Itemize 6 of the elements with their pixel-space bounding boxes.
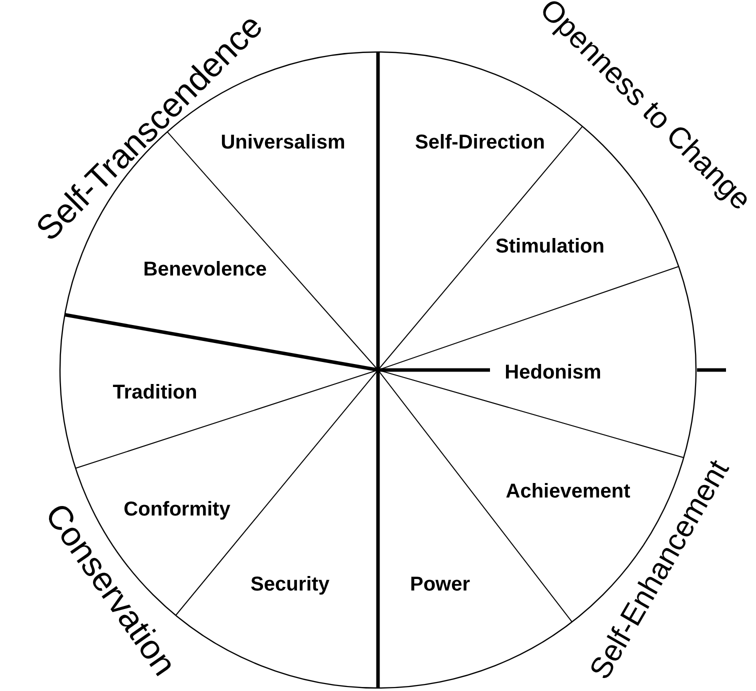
- sector-label: Stimulation: [492, 236, 608, 258]
- sector-label: Self-Direction: [410, 132, 550, 154]
- sector-label: Security: [246, 574, 334, 596]
- sector-label: Benevolence: [139, 258, 271, 282]
- sector-label: Power: [406, 574, 474, 596]
- sector-label: Tradition: [108, 382, 202, 404]
